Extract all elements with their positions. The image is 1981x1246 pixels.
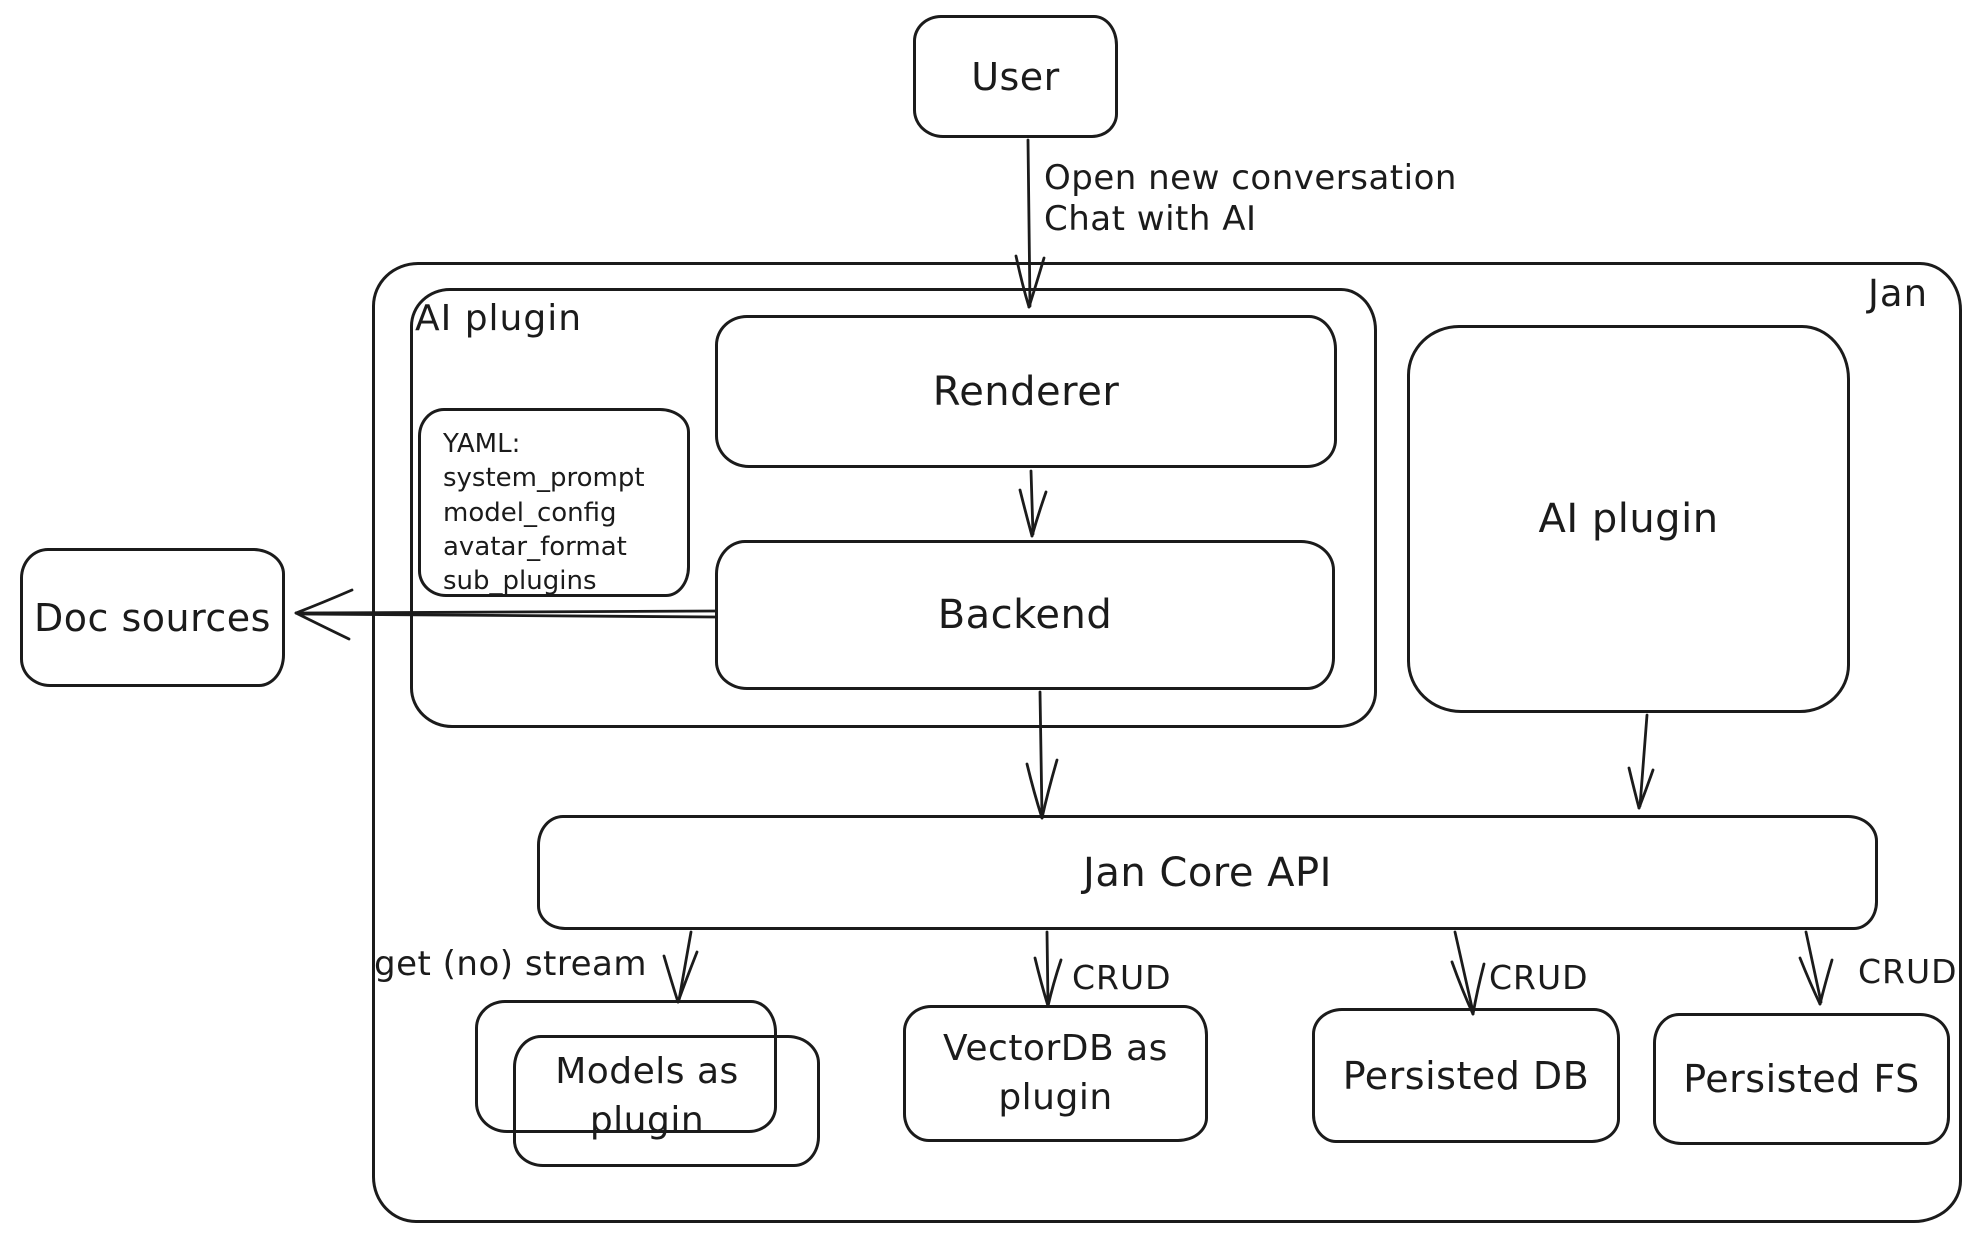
node-user-label: User <box>971 54 1060 99</box>
node-backend: Backend <box>715 540 1335 690</box>
note-yaml-line: sub_plugins <box>443 566 597 597</box>
node-doc-sources-label: Doc sources <box>34 595 271 640</box>
node-persisted-db-label: Persisted DB <box>1342 1053 1590 1098</box>
node-renderer: Renderer <box>715 315 1337 468</box>
note-yaml-title: YAML: <box>443 429 521 459</box>
node-ai-plugin: AI plugin <box>1407 325 1850 713</box>
node-ai-plugin-label: AI plugin <box>1538 496 1719 542</box>
note-yaml: YAML: system_prompt model_config avatar_… <box>418 408 690 597</box>
edge-label-get-no-stream: get (no) stream <box>374 944 647 984</box>
group-ai-plugin-label: AI plugin <box>415 298 583 339</box>
group-ai-plugin <box>410 288 1377 728</box>
node-persisted-db: Persisted DB <box>1312 1008 1620 1143</box>
note-yaml-line: model_config <box>443 497 617 528</box>
node-persisted-fs-label: Persisted FS <box>1683 1057 1920 1101</box>
edge-label-crud-vectordb: CRUD <box>1072 958 1172 997</box>
group-jan-label: Jan <box>1868 272 1929 315</box>
note-yaml-line: avatar_format <box>443 531 627 562</box>
group-jan-container <box>372 262 1962 1223</box>
node-renderer-label: Renderer <box>932 368 1120 415</box>
node-user: User <box>913 15 1118 138</box>
node-vectordb-as-plugin: VectorDB as plugin <box>903 1005 1208 1142</box>
edge-label-user-to-renderer: Open new conversation Chat with AI <box>1044 158 1457 240</box>
node-models-as-plugin-label: Models as plugin <box>555 1051 739 1141</box>
node-backend-label: Backend <box>937 592 1113 638</box>
node-persisted-fs: Persisted FS <box>1653 1013 1950 1145</box>
note-yaml-line: system_prompt <box>443 463 645 494</box>
node-jan-core-api-label: Jan Core API <box>1083 849 1332 896</box>
node-vectordb-as-plugin-label: VectorDB as plugin <box>943 1027 1168 1118</box>
node-doc-sources: Doc sources <box>20 548 285 687</box>
node-models-as-plugin <box>513 1035 820 1167</box>
edge-label-crud-persisted-db: CRUD <box>1489 958 1589 997</box>
node-jan-core-api: Jan Core API <box>537 815 1878 930</box>
edge-label-crud-persisted-fs: CRUD <box>1858 952 1958 991</box>
